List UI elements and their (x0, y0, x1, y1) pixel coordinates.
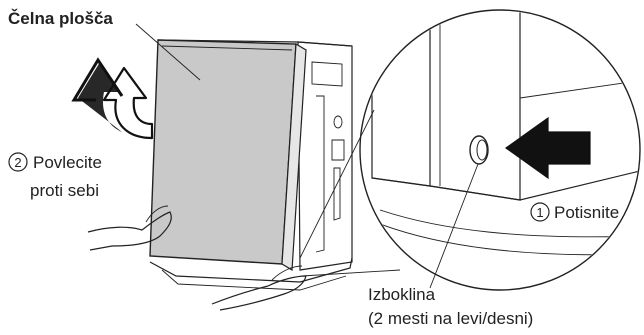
front-panel (150, 40, 306, 270)
step1-number: 1 (536, 205, 543, 220)
tab-label-line2: (2 mesti na levi/desni) (368, 309, 533, 328)
step2-marker: 2 (9, 153, 27, 171)
step1-label: Potisnite (554, 203, 619, 222)
step2-line2: proti sebi (30, 181, 99, 200)
step1-marker: 1 (531, 203, 549, 221)
step2-line1: Povlecite (33, 153, 102, 172)
tab-label-line1: Izboklina (368, 285, 436, 304)
step2-number: 2 (14, 155, 21, 170)
front-panel-label: Čelna plošča (8, 9, 113, 28)
hand-right-icon (212, 266, 306, 310)
pull-arrow-icon (74, 60, 152, 138)
